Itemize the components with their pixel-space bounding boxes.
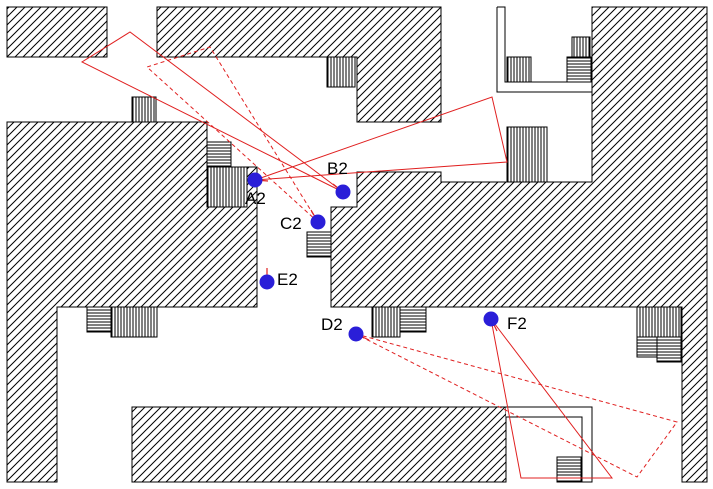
- camera-e2-marker[interactable]: [259, 274, 275, 290]
- view-cone-f2: [490, 318, 614, 479]
- stair-left-bottom-b: [110, 306, 158, 338]
- stair-top-center: [326, 56, 356, 88]
- wall-block-right: [330, 6, 708, 483]
- stair-right-bottom-a: [371, 306, 401, 338]
- camera-b2[interactable]: B2: [327, 159, 351, 200]
- walls: [6, 6, 708, 483]
- stair-left-mid: [206, 166, 248, 208]
- stair-far-right-a: [636, 306, 682, 338]
- wall-block-left: [6, 121, 258, 483]
- stair-left-bottom-a: [86, 306, 112, 333]
- stair-right-upper: [506, 126, 548, 183]
- camera-d2[interactable]: D2: [321, 315, 370, 342]
- camera-c2[interactable]: C2: [280, 209, 326, 233]
- camera-a2[interactable]: A2: [245, 172, 269, 209]
- stair-top-right-a: [506, 56, 532, 83]
- stair-top-right-c: [571, 36, 591, 58]
- stair-left-upper: [206, 141, 232, 168]
- camera-c2-marker[interactable]: [310, 214, 326, 230]
- view-cone-a2: [254, 96, 508, 181]
- stair-far-right-c: [656, 336, 682, 363]
- wall-block-bottom: [131, 406, 507, 483]
- stair-top-right-b: [566, 56, 592, 83]
- camera-f2-label: F2: [507, 314, 527, 333]
- camera-d2-marker[interactable]: [348, 326, 364, 342]
- camera-e2[interactable]: E2: [259, 268, 298, 290]
- camera-f2-marker[interactable]: [483, 311, 499, 327]
- view-cone-d2: [355, 333, 678, 478]
- wall-outline-top-right: [496, 6, 593, 93]
- camera-a2-label: A2: [245, 189, 266, 208]
- camera-b2-marker[interactable]: [335, 184, 351, 200]
- camera-d2-label: D2: [321, 315, 343, 334]
- view-cones: [80, 31, 678, 479]
- wall-block-top-center: [156, 6, 442, 123]
- cameras: A2 B2 C2 D2 E2 F2: [245, 159, 527, 342]
- stair-far-right-b: [636, 336, 658, 358]
- wall-outline-bottom-right: [506, 406, 593, 483]
- view-cone-c2: [146, 46, 319, 223]
- camera-a2-marker[interactable]: [247, 172, 263, 188]
- wall-block-top-left: [6, 6, 108, 58]
- stair-left-top: [131, 96, 157, 123]
- camera-e2-label: E2: [277, 270, 298, 289]
- camera-f2[interactable]: F2: [483, 311, 527, 334]
- stair-corridor: [306, 231, 332, 258]
- camera-b2-label: B2: [327, 159, 348, 178]
- stairs: [86, 36, 682, 483]
- stair-right-bottom-b: [399, 306, 427, 333]
- camera-c2-label: C2: [280, 214, 302, 233]
